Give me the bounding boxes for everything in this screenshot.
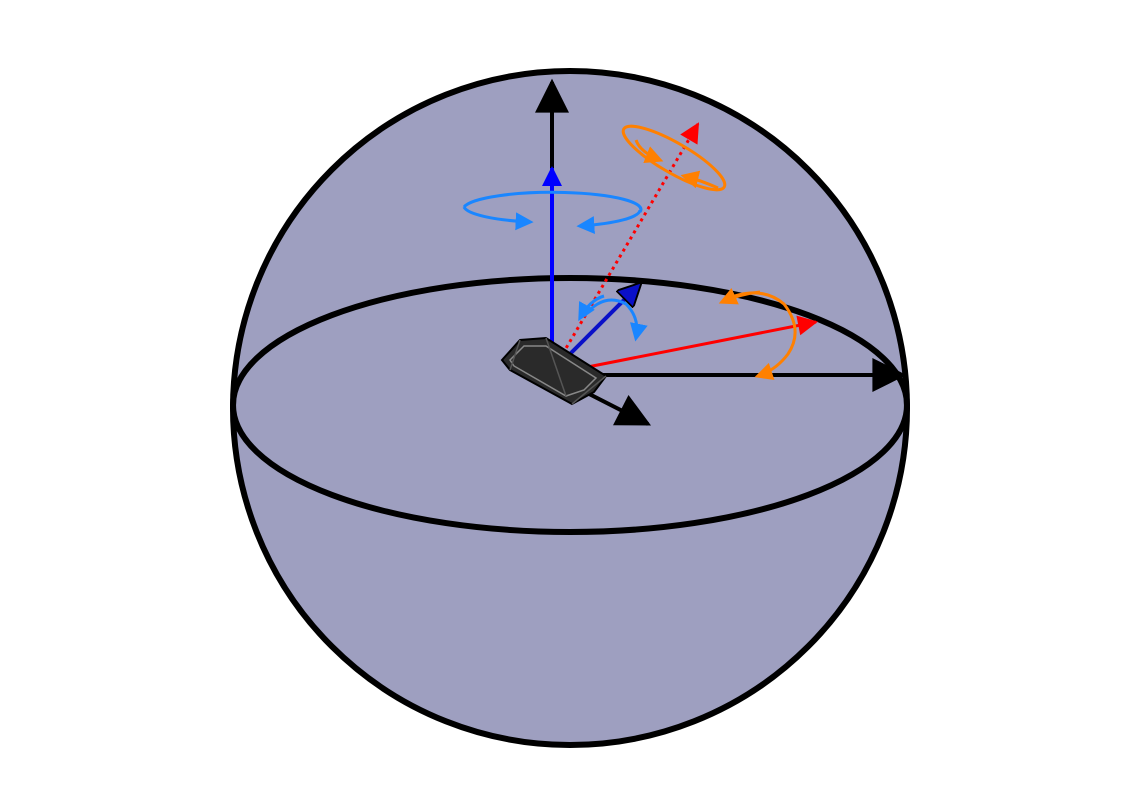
dotted-rotation-arrow	[621, 124, 727, 192]
vertical-rotation-arrow	[462, 190, 643, 235]
solid-rotation-arrow	[718, 287, 797, 380]
device-icon	[500, 336, 608, 406]
red-dotted-vector	[550, 122, 700, 373]
equator-ellipse	[230, 275, 910, 535]
sphere	[230, 68, 910, 748]
diagonal-rotation-arrow	[578, 294, 648, 342]
red-solid-vector	[551, 315, 818, 376]
